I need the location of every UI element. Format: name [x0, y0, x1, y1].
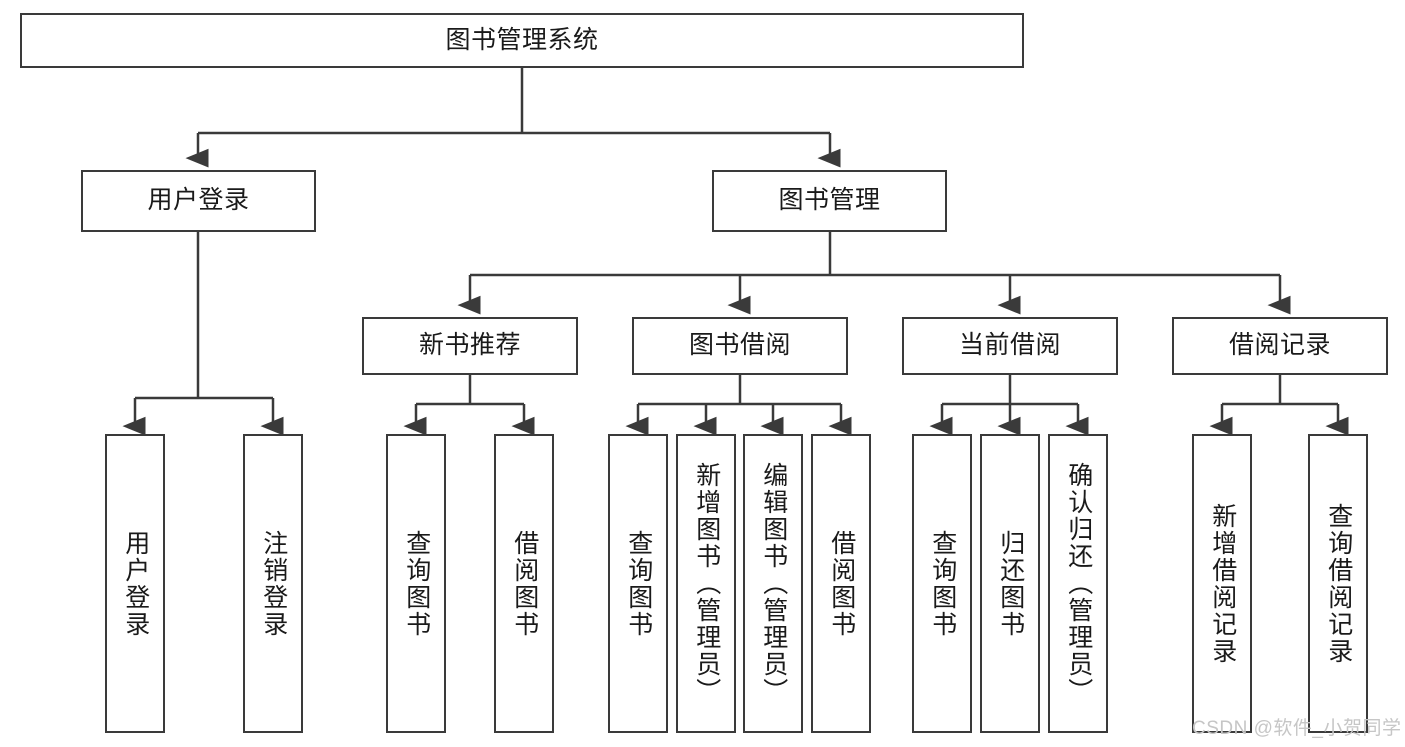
node-leaf-borrow-book-1[interactable]: 借阅图书: [494, 434, 554, 733]
node-leaf-query-book-3[interactable]: 查询图书: [912, 434, 972, 733]
node-label: 用户登录: [121, 529, 150, 638]
node-leaf-user-login[interactable]: 用户登录: [105, 434, 165, 733]
node-leaf-confirm-return[interactable]: 确认归还（管理员）: [1048, 434, 1108, 733]
node-label: 图书借阅: [688, 331, 791, 360]
node-label: 查询图书: [928, 529, 957, 638]
node-label: 新书推荐: [418, 331, 521, 360]
node-book-management[interactable]: 图书管理: [712, 170, 947, 232]
watermark-text: CSDN @软件_小贺同学: [1192, 718, 1402, 739]
node-label: 图书管理: [778, 186, 881, 215]
node-label: 归还图书: [996, 529, 1025, 638]
node-label: 图书管理系统: [445, 25, 599, 54]
node-borrow-record[interactable]: 借阅记录: [1172, 317, 1388, 375]
node-leaf-add-record[interactable]: 新增借阅记录: [1192, 434, 1252, 733]
node-new-book-recommend[interactable]: 新书推荐: [362, 317, 578, 375]
node-leaf-logout-login[interactable]: 注销登录: [243, 434, 303, 733]
node-label: 查询借阅记录: [1324, 502, 1353, 665]
node-book-management-system[interactable]: 图书管理系统: [20, 13, 1024, 68]
node-book-borrow[interactable]: 图书借阅: [632, 317, 848, 375]
node-label: 确认归还（管理员）: [1064, 462, 1093, 705]
node-user-login[interactable]: 用户登录: [81, 170, 316, 232]
node-label: 借阅记录: [1228, 331, 1331, 360]
node-label: 用户登录: [147, 186, 250, 215]
node-leaf-query-record[interactable]: 查询借阅记录: [1308, 434, 1368, 733]
node-label: 注销登录: [259, 529, 288, 638]
node-label: 借阅图书: [827, 529, 856, 638]
node-leaf-borrow-book-2[interactable]: 借阅图书: [811, 434, 871, 733]
node-current-borrow[interactable]: 当前借阅: [902, 317, 1118, 375]
node-label: 借阅图书: [510, 529, 539, 638]
node-leaf-edit-book[interactable]: 编辑图书（管理员）: [743, 434, 803, 733]
node-leaf-query-book-2[interactable]: 查询图书: [608, 434, 668, 733]
node-leaf-add-book[interactable]: 新增图书（管理员）: [676, 434, 736, 733]
node-label: 查询图书: [624, 529, 653, 638]
node-leaf-return-book[interactable]: 归还图书: [980, 434, 1040, 733]
node-label: 编辑图书（管理员）: [759, 462, 788, 705]
node-label: 新增图书（管理员）: [692, 462, 721, 705]
node-label: 查询图书: [402, 529, 431, 638]
node-label: 当前借阅: [958, 331, 1061, 360]
node-leaf-query-book-1[interactable]: 查询图书: [386, 434, 446, 733]
node-label: 新增借阅记录: [1208, 502, 1237, 665]
